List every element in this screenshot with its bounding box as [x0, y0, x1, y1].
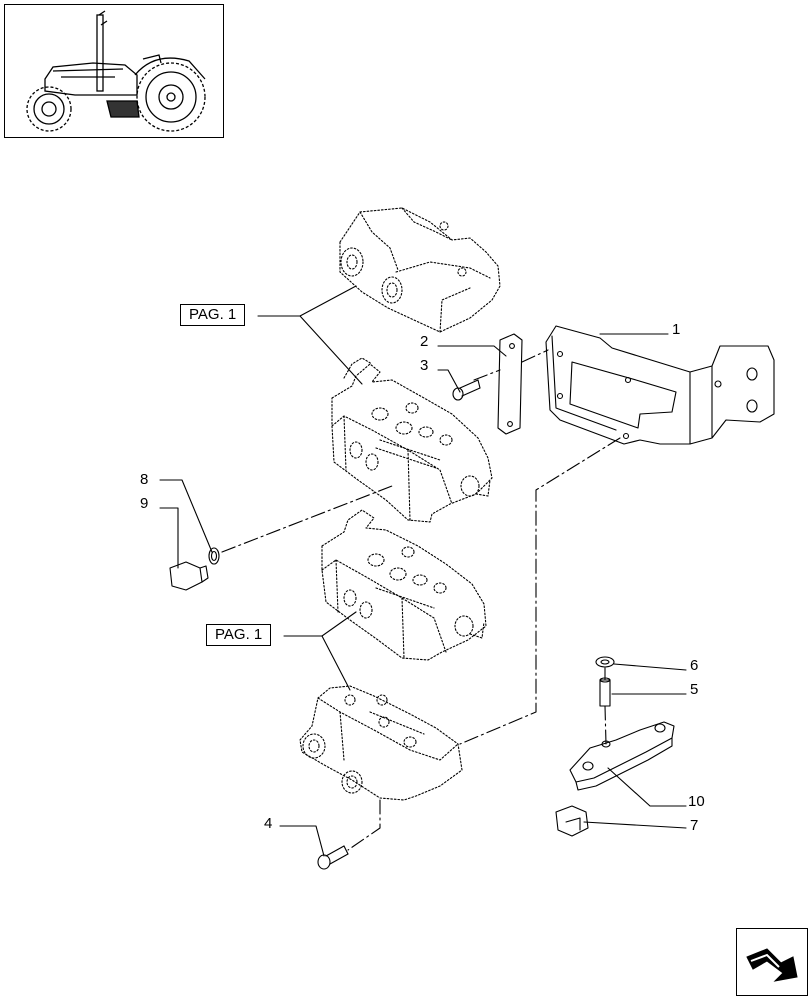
callout-6: 6 [690, 657, 699, 674]
callout-8: 8 [140, 471, 149, 488]
top-end-plate [339, 207, 501, 333]
callout-9: 9 [140, 495, 149, 512]
upper-valve-section [331, 357, 493, 523]
next-page-arrow-icon [746, 948, 798, 982]
connection-lines [221, 349, 621, 851]
callout-5: 5 [690, 681, 699, 698]
next-page-button[interactable] [736, 928, 808, 996]
page-reference-label-upper[interactable]: PAG. 1 [180, 304, 246, 326]
callout-leaders [159, 333, 687, 857]
tractor-thumbnail [4, 4, 224, 138]
callout-2: 2 [420, 333, 429, 350]
page-reference-label-lower[interactable]: PAG. 1 [206, 624, 272, 646]
callout-7: 7 [690, 817, 699, 834]
bolt-3 [452, 379, 481, 401]
callout-3: 3 [420, 357, 429, 374]
reference-leaders [257, 285, 363, 691]
tractor-thumbnail-icon [26, 10, 206, 132]
gasket-plate [497, 333, 523, 435]
mounting-bracket [545, 325, 775, 445]
callout-1: 1 [672, 321, 681, 338]
plug-and-washer [169, 547, 220, 591]
pivot-lever-group [555, 656, 675, 837]
middle-valve-section [321, 509, 487, 661]
callout-10: 10 [688, 793, 705, 810]
bolt-4 [317, 845, 349, 870]
callout-4: 4 [264, 815, 273, 832]
bottom-end-plate [299, 685, 463, 801]
